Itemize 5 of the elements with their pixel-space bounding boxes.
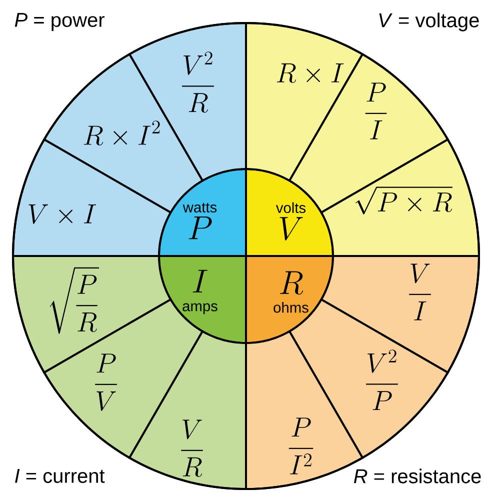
variable-definition: I = current [15, 469, 105, 483]
variable-definition: V = voltage [379, 12, 479, 32]
formula-sector: $\sqrt{P\times R}$ [320, 138, 480, 257]
node-label: $\sqrt{P\times R}$ [356, 186, 452, 214]
variable-definition: P = power [14, 13, 104, 31]
